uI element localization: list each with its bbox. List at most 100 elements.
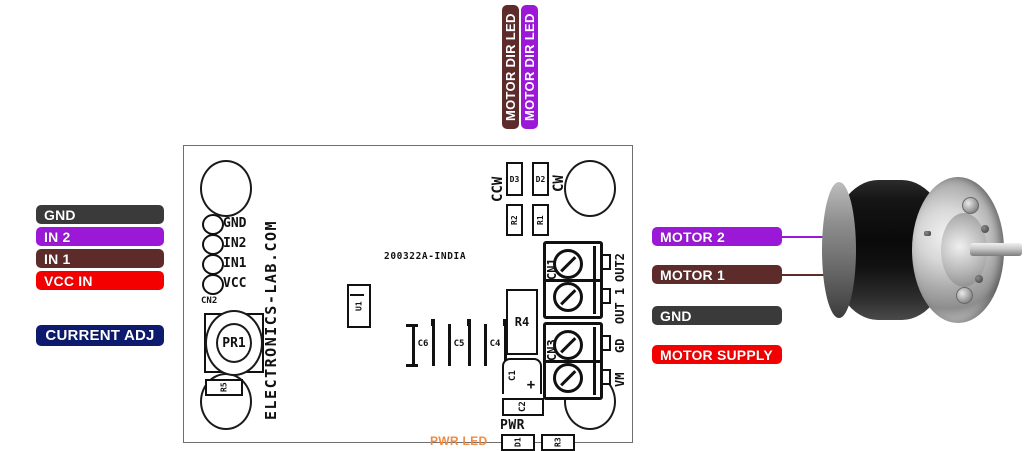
silk-pin-in1: IN1 xyxy=(223,256,247,271)
motor-dot-bottom xyxy=(975,275,983,283)
silk-pin-gnd: GND xyxy=(223,216,247,231)
resistor-r4-ref: R4 xyxy=(514,315,530,329)
cap-c5-plate-a xyxy=(448,324,451,366)
motor-bolt-bottom xyxy=(956,287,973,304)
motor-bolt-top xyxy=(962,197,979,214)
mounting-hole-top-right xyxy=(564,160,616,217)
silk-pin-in2: IN2 xyxy=(223,236,247,251)
right-label-motor-supply-text: MOTOR SUPPLY xyxy=(660,346,773,363)
ic-u1 xyxy=(347,284,371,328)
motor-shaft xyxy=(970,243,1022,256)
silk-pin-out1: OUT 1 xyxy=(613,287,627,324)
silk-ref-cn1: CN1 xyxy=(545,258,559,280)
lead-line-motor2 xyxy=(782,236,842,238)
cap-c2-ref: C2 xyxy=(518,401,528,413)
cap-c6-lead-top xyxy=(431,319,435,326)
top-label-2-text: MOTOR DIR LED xyxy=(522,13,537,121)
left-label-in2-text: IN 2 xyxy=(44,228,71,245)
silk-ref-cn3: CN3 xyxy=(545,339,559,361)
right-label-motor2-text: MOTOR 2 xyxy=(660,228,725,245)
resistor-r2-ref: R2 xyxy=(510,215,519,225)
cap-c6-ref: C6 xyxy=(417,339,429,349)
right-label-motor1-text: MOTOR 1 xyxy=(660,266,725,283)
terminal-lug-vm xyxy=(601,369,611,385)
left-label-current-adj: CURRENT ADJ xyxy=(36,325,164,346)
motor-rear-cap xyxy=(822,182,856,318)
mounting-hole-top-left xyxy=(200,160,252,217)
left-label-gnd: GND xyxy=(36,205,164,224)
right-label-motor-supply: MOTOR SUPPLY xyxy=(652,345,782,364)
cap-c5-ref: C5 xyxy=(453,339,465,349)
right-label-gnd-text: GND xyxy=(660,307,692,324)
right-label-motor-1: MOTOR 1 xyxy=(652,265,782,284)
cap-c6-plate-b xyxy=(432,324,435,366)
cap-c2 xyxy=(502,398,544,416)
left-label-current-adj-text: CURRENT ADJ xyxy=(45,327,155,344)
cap-c6-tick-bottom xyxy=(406,364,418,367)
silk-pin-out2: OUT2 xyxy=(613,253,627,282)
terminal-screw-out2 xyxy=(553,249,583,279)
pin-pad-vcc xyxy=(202,274,224,295)
pcb-board: ELECTRONICS-LAB.COM 200322A-INDIA GND IN… xyxy=(183,145,633,451)
right-label-gnd: GND xyxy=(652,306,782,325)
resistor-r5 xyxy=(205,379,243,396)
cap-c5-lead-top xyxy=(467,319,471,326)
cap-c4-lead-top xyxy=(503,319,507,326)
led-d2-ref: D2 xyxy=(535,174,546,184)
resistor-r1-ref: R1 xyxy=(536,215,545,225)
terminal-screw-vm xyxy=(553,363,583,393)
left-label-vcc-in: VCC IN xyxy=(36,271,164,290)
top-label-motor-dir-led-2: MOTOR DIR LED xyxy=(521,5,538,129)
resistor-r4 xyxy=(506,289,538,355)
trimpot-dial-inner xyxy=(216,323,252,363)
silk-pin-vm: VM xyxy=(613,372,627,387)
silk-brand: ELECTRONICS-LAB.COM xyxy=(262,219,280,420)
power-led-d1-ref: D1 xyxy=(513,437,523,448)
terminal-screw-gd xyxy=(553,330,583,360)
led-d3 xyxy=(506,162,523,196)
silk-ccw: CCW xyxy=(490,176,506,202)
left-label-vcc-text: VCC IN xyxy=(44,272,93,289)
cap-c6-tick-top xyxy=(406,324,418,327)
silk-part-code: 200322A-INDIA xyxy=(384,251,467,262)
motor-notch xyxy=(924,231,931,236)
top-label-1-text: MOTOR DIR LED xyxy=(503,13,518,121)
cap-c4-plate-b xyxy=(504,324,507,366)
terminal-screw-out1 xyxy=(553,282,583,312)
resistor-r3-ref: R3 xyxy=(553,437,563,448)
cap-c5-plate-b xyxy=(468,324,471,366)
pin-pad-in1 xyxy=(202,254,224,275)
terminal-lug-out2 xyxy=(601,254,611,270)
pin-pad-gnd xyxy=(202,214,224,235)
cap-c6-plate-a xyxy=(412,324,415,366)
cap-c1-polarity-plus: + xyxy=(526,377,536,393)
pwr-led-caption: PWR LED xyxy=(430,434,488,448)
left-label-in1: IN 1 xyxy=(36,249,164,268)
led-d2 xyxy=(532,162,549,196)
trimpot-ref: PR1 xyxy=(222,335,246,351)
left-label-in1-text: IN 1 xyxy=(44,250,71,267)
silk-cw: CW xyxy=(551,175,567,192)
right-label-motor-2: MOTOR 2 xyxy=(652,227,782,246)
cap-c1 xyxy=(502,358,542,394)
motor-dot-top xyxy=(981,225,989,233)
cap-c4-plate-a xyxy=(484,324,487,366)
pin-pad-in2 xyxy=(202,234,224,255)
left-label-in2: IN 2 xyxy=(36,227,164,246)
silk-pwr: PWR xyxy=(500,418,525,433)
dc-motor xyxy=(820,175,1022,325)
silk-pin-gd: GD xyxy=(613,338,627,353)
cap-c1-ref: C1 xyxy=(508,370,518,382)
silk-ref-cn2: CN2 xyxy=(201,296,218,306)
terminal-lug-gd xyxy=(601,335,611,351)
silk-pin-vcc: VCC xyxy=(223,276,247,291)
resistor-r1 xyxy=(532,204,549,236)
top-label-motor-dir-led-1: MOTOR DIR LED xyxy=(502,5,519,129)
cap-c4-ref: C4 xyxy=(489,339,501,349)
led-d3-ref: D3 xyxy=(509,174,520,184)
resistor-r5-ref: R5 xyxy=(219,382,229,393)
resistor-r2 xyxy=(506,204,523,236)
left-label-gnd-text: GND xyxy=(44,206,76,223)
terminal-lug-out1 xyxy=(601,288,611,304)
